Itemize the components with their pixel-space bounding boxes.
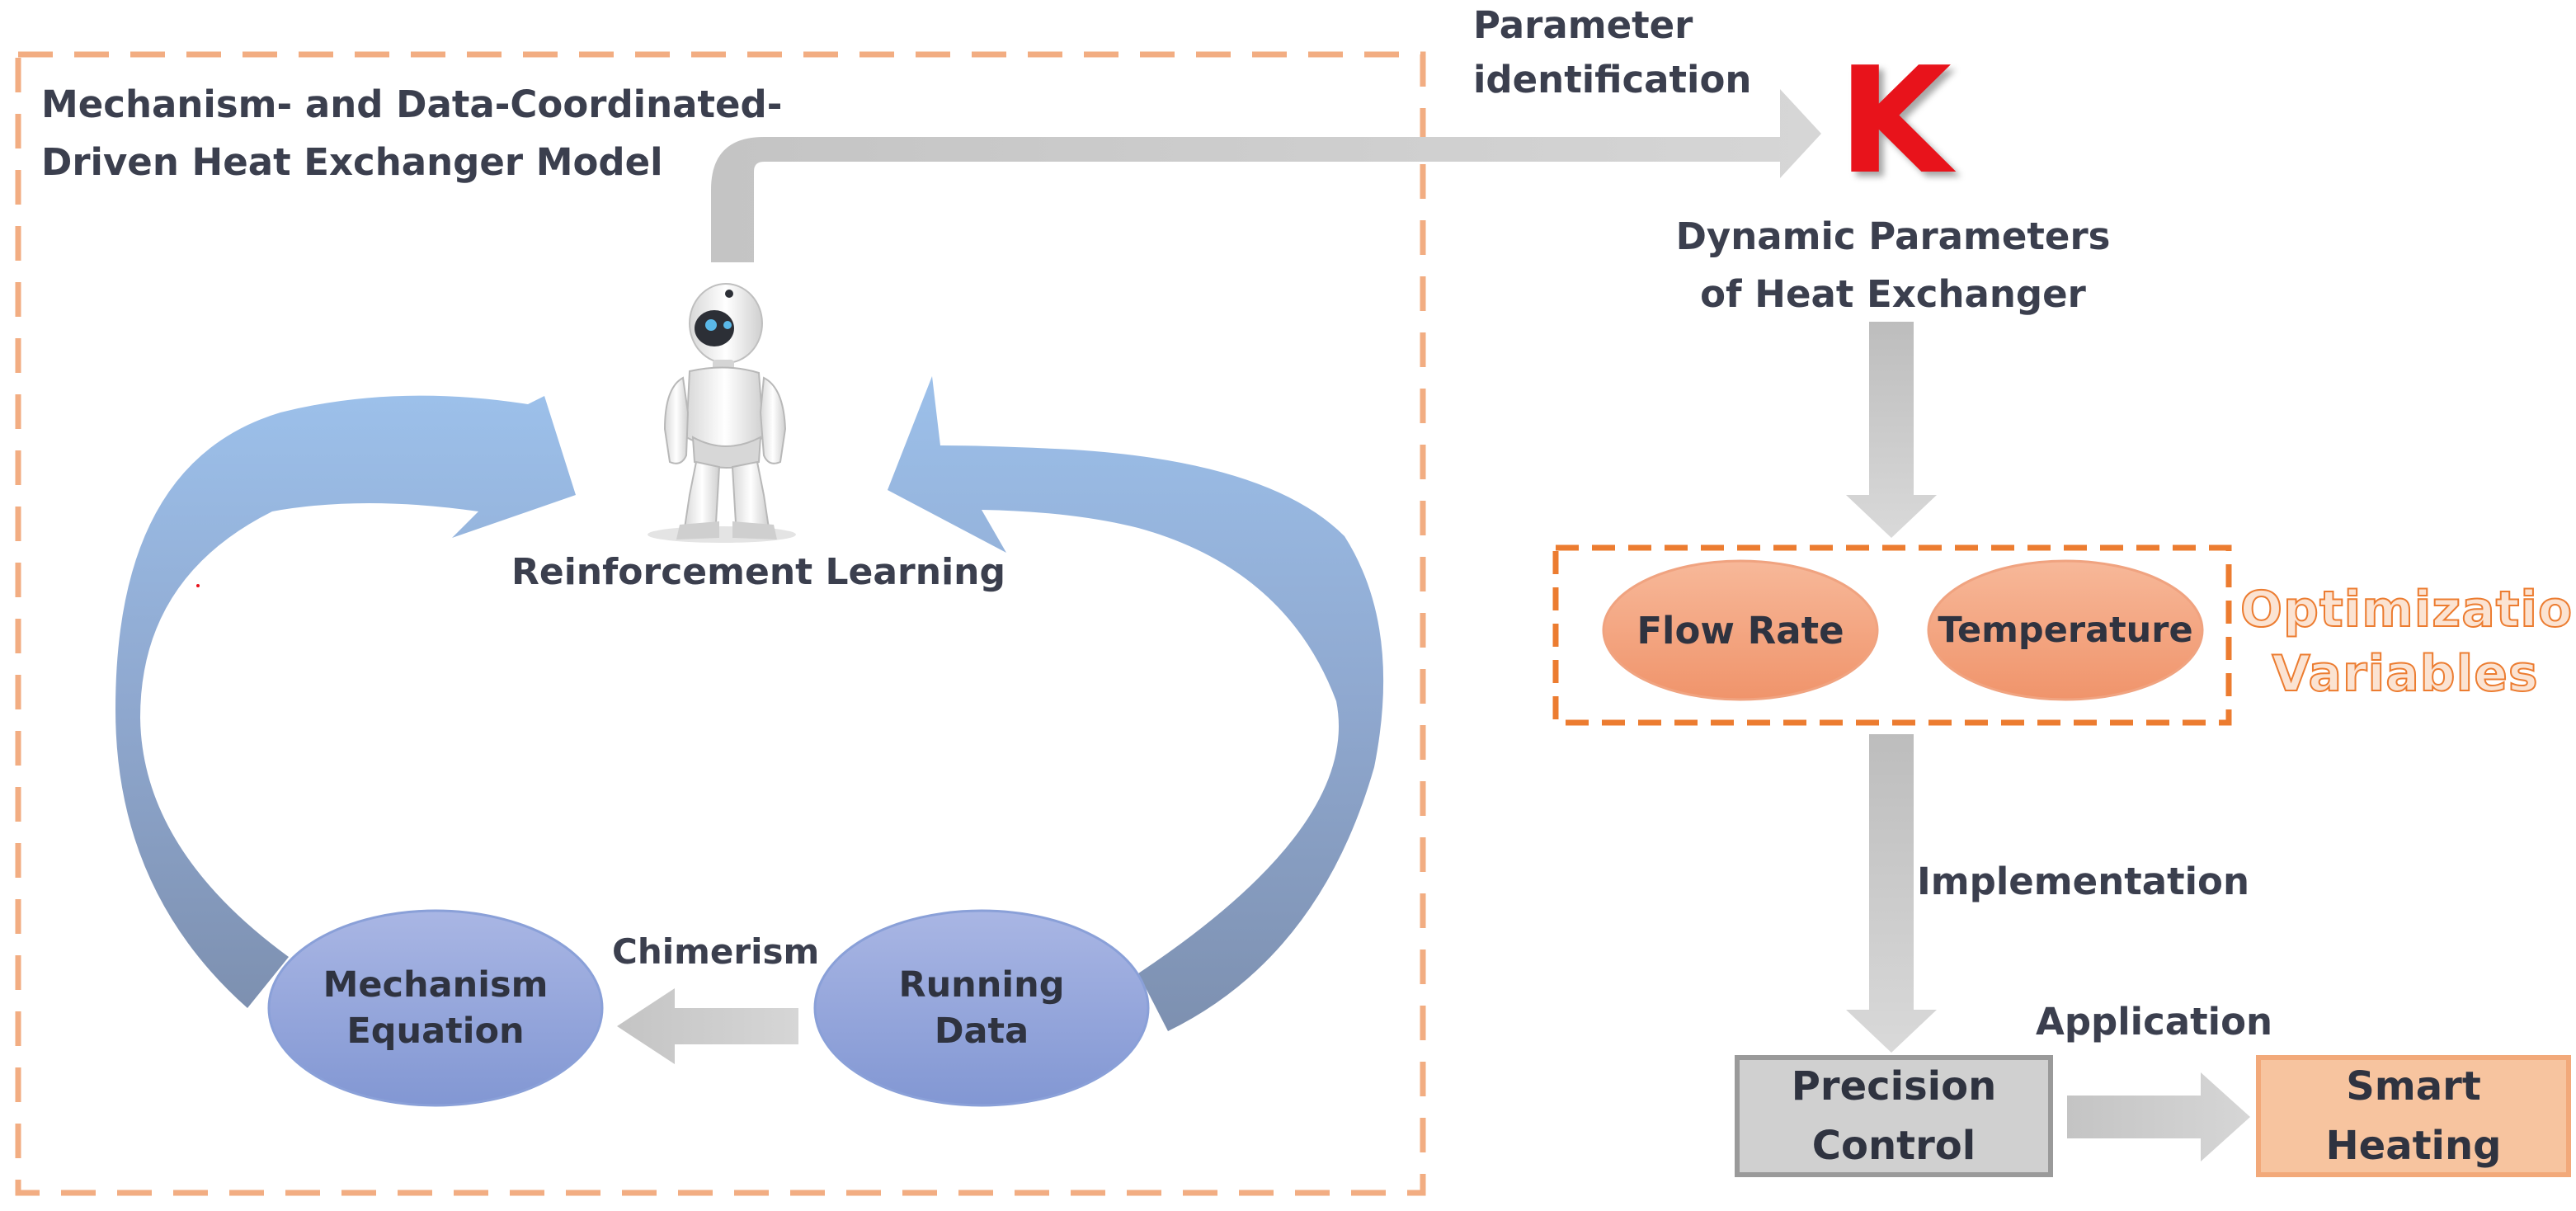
implementation-arrow	[1846, 734, 1937, 1053]
smart-heating-line-2: Heating	[2325, 1123, 2502, 1169]
mechanism-equation-text: Mechanism Equation	[269, 911, 602, 1105]
model-title: Mechanism- and Data-Coordinated- Driven …	[41, 76, 782, 191]
flow-rate-ellipse	[1602, 559, 1879, 701]
parameter-identification-line-2: identification	[1473, 58, 1752, 101]
optimization-variables-line-2: Variables	[2271, 644, 2539, 704]
parameter-identification-line-1: Parameter	[1473, 3, 1693, 47]
temperature-ellipse	[1927, 559, 2204, 701]
running-data-ellipse	[813, 909, 1150, 1107]
smart-heating-text: Smart Heating	[2258, 1058, 2569, 1175]
running-data-line-2: Data	[934, 1011, 1029, 1052]
smart-heating-line-1: Smart	[2346, 1063, 2481, 1110]
dynamic-parameters-line-2: of Heat Exchanger	[1700, 272, 2086, 316]
dynamic-parameters-line-1: Dynamic Parameters	[1675, 214, 2111, 258]
reinforcement-learning-label: Reinforcement Learning	[511, 551, 1005, 593]
precision-control-line-1: Precision	[1791, 1063, 1997, 1110]
chimerism-arrow	[617, 988, 798, 1064]
implementation-label: Implementation	[1917, 860, 2250, 903]
application-label: Application	[2036, 1000, 2273, 1044]
robot-icon	[648, 283, 796, 543]
model-title-line-1: Mechanism- and Data-Coordinated-	[41, 82, 783, 126]
flow-rate-text: Flow Rate	[1636, 608, 1844, 653]
red-dot	[196, 584, 200, 587]
precision-control-text: Precision Control	[1737, 1058, 2051, 1175]
precision-control-box	[1735, 1055, 2053, 1177]
k-symbol: K	[1838, 35, 1952, 206]
smart-heating-box	[2256, 1055, 2571, 1177]
application-arrow	[2067, 1072, 2250, 1162]
mechanism-equation-line-2: Equation	[346, 1011, 525, 1052]
optimization-variables-label: Optimization Variables	[2239, 577, 2576, 706]
model-dashed-frame	[15, 51, 1426, 1196]
temperature-text: Temperature	[1938, 610, 2193, 651]
optimization-dashed-box	[1552, 544, 2232, 726]
down-arrow-to-optimization	[1846, 322, 1937, 538]
optimization-variables-line-1: Optimization	[2239, 580, 2576, 639]
chimerism-label: Chimerism	[612, 931, 820, 972]
right-curved-arrow	[888, 376, 1384, 1031]
parameter-identification-label: Parameter identification	[1473, 0, 1751, 107]
precision-control-line-2: Control	[1811, 1123, 1976, 1169]
dynamic-parameters-label: Dynamic Parameters of Heat Exchanger	[1650, 208, 2136, 323]
running-data-text: Running Data	[815, 911, 1148, 1105]
running-data-line-1: Running	[898, 964, 1065, 1006]
model-title-line-2: Driven Heat Exchanger Model	[41, 140, 663, 184]
left-curved-arrow	[115, 395, 576, 1008]
mechanism-equation-line-1: Mechanism	[323, 964, 549, 1006]
mechanism-equation-ellipse	[267, 909, 604, 1107]
